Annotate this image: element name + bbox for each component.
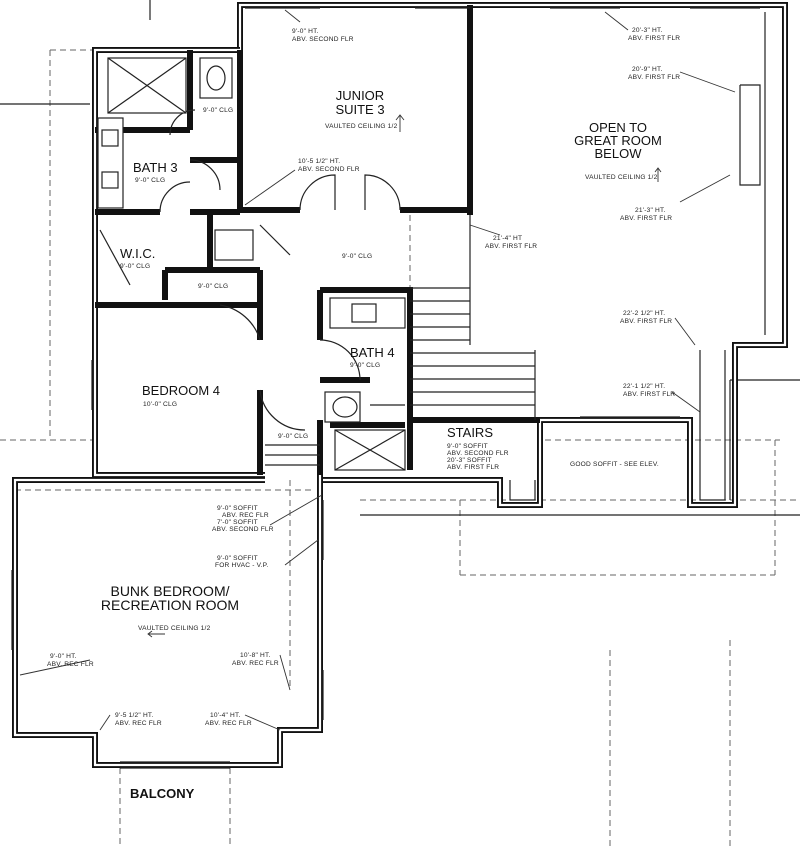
note-soffit-1-abv: ABV. REC FLR <box>222 512 269 519</box>
wic-label: W.I.C. <box>120 246 155 261</box>
note-20-3-abv: ABV. FIRST FLR <box>628 35 680 42</box>
note-22-1-abv: ABV. FIRST FLR <box>623 391 675 398</box>
stairs-label: STAIRS <box>447 425 493 440</box>
note-22-1: 22'-1 1/2" HT. <box>623 383 665 390</box>
bath4-ceiling: 9'-0" CLG <box>350 362 380 369</box>
bunk-label-2: RECREATION ROOM <box>101 597 239 613</box>
note-20-9-abv: ABV. FIRST FLR <box>628 74 680 81</box>
note-wc-clg: 9'-0" CLG <box>203 107 233 114</box>
open-great-label-1: OPEN TO <box>589 120 647 135</box>
note-10-4: 10'-4" HT. <box>210 712 241 719</box>
balcony-label: BALCONY <box>130 786 195 801</box>
note-js-ht: 9'-0" HT. <box>292 28 319 35</box>
note-22-2-abv: ABV. FIRST FLR <box>620 318 672 325</box>
walls <box>12 2 788 768</box>
note-soffit-3: 9'-0" SOFFIT <box>217 555 258 562</box>
note-landing-clg: 9'-0" CLG <box>278 433 308 440</box>
note-21-3-abv: ABV. FIRST FLR <box>620 215 672 222</box>
bunk-ceiling: VAULTED CEILING 1/2 <box>138 625 211 632</box>
open-great-label-2: GREAT ROOM <box>574 133 662 148</box>
note-20-3: 20'-3" HT. <box>632 27 663 34</box>
stairs-soffit-1: 9'-0" SOFFIT <box>447 443 488 450</box>
note-10-5-abv: ABV. SECOND FLR <box>298 166 360 173</box>
stairs-soffit-1-abv: ABV. SECOND FLR <box>447 450 509 457</box>
note-good-soffit: GOOD SOFFIT - SEE ELEV. <box>570 461 659 468</box>
note-soffit-2-abv: ABV. SECOND FLR <box>212 526 274 533</box>
note-21-4: 21'-4" HT <box>493 235 522 242</box>
junior-suite-label-2: SUITE 3 <box>335 102 384 117</box>
note-10-5: 10'-5 1/2" HT. <box>298 158 340 165</box>
windows <box>11 7 760 720</box>
junior-suite-label-1: JUNIOR <box>336 88 384 103</box>
bath3-label: BATH 3 <box>133 160 178 175</box>
note-hall-clg: 9'-0" CLG <box>342 253 372 260</box>
bath4-label: BATH 4 <box>350 345 395 360</box>
wic-ceiling: 9'-0" CLG <box>120 263 150 270</box>
note-22-2: 22'-2 1/2" HT. <box>623 310 665 317</box>
note-soffit-3-abv: FOR HVAC - V.P. <box>215 562 268 569</box>
note-soffit-1: 9'-0" SOFFIT <box>217 505 258 512</box>
bedroom4-label: BEDROOM 4 <box>142 383 220 398</box>
note-21-4-abv: ABV. FIRST FLR <box>485 243 537 250</box>
note-9-0-abv: ABV. REC FLR <box>47 661 94 668</box>
note-js-abv: ABV. SECOND FLR <box>292 36 354 43</box>
open-great-ceiling: VAULTED CEILING 1/2 <box>585 174 658 181</box>
note-10-8: 10'-8" HT. <box>240 652 271 659</box>
stair-treads <box>265 215 536 466</box>
bath3-ceiling: 9'-0" CLG <box>135 177 165 184</box>
note-hall2-clg: 9'-0" CLG <box>198 283 228 290</box>
note-soffit-2: 7'-0" SOFFIT <box>217 519 258 526</box>
leaders <box>19 9 736 731</box>
bunk-label-1: BUNK BEDROOM/ <box>110 583 229 599</box>
wic-cabinet <box>214 229 254 261</box>
note-10-8-abv: ABV. REC FLR <box>232 660 279 667</box>
fixtures <box>97 57 406 471</box>
note-20-9: 20'-9" HT. <box>632 66 663 73</box>
stairs-soffit-2: 20'-3" SOFFIT <box>447 457 492 464</box>
note-21-3: 21'-3" HT. <box>635 207 666 214</box>
note-10-4-abv: ABV. REC FLR <box>205 720 252 727</box>
room-labels: JUNIOR SUITE 3 VAULTED CEILING 1/2 OPEN … <box>101 88 662 801</box>
doors <box>120 109 401 769</box>
note-9-5: 9'-5 1/2" HT. <box>115 712 153 719</box>
note-9-0: 9'-0" HT. <box>50 653 77 660</box>
open-great-label-3: BELOW <box>595 146 643 161</box>
stairs-soffit-2-abv: ABV. FIRST FLR <box>447 464 499 471</box>
note-9-5-abv: ABV. REC FLR <box>115 720 162 727</box>
height-notes: 9'-0" HT. ABV. SECOND FLR 9'-0" CLG 20'-… <box>47 27 680 727</box>
bedroom4-ceiling: 10'-0" CLG <box>143 401 177 408</box>
junior-suite-ceiling: VAULTED CEILING 1/2 <box>325 123 398 130</box>
